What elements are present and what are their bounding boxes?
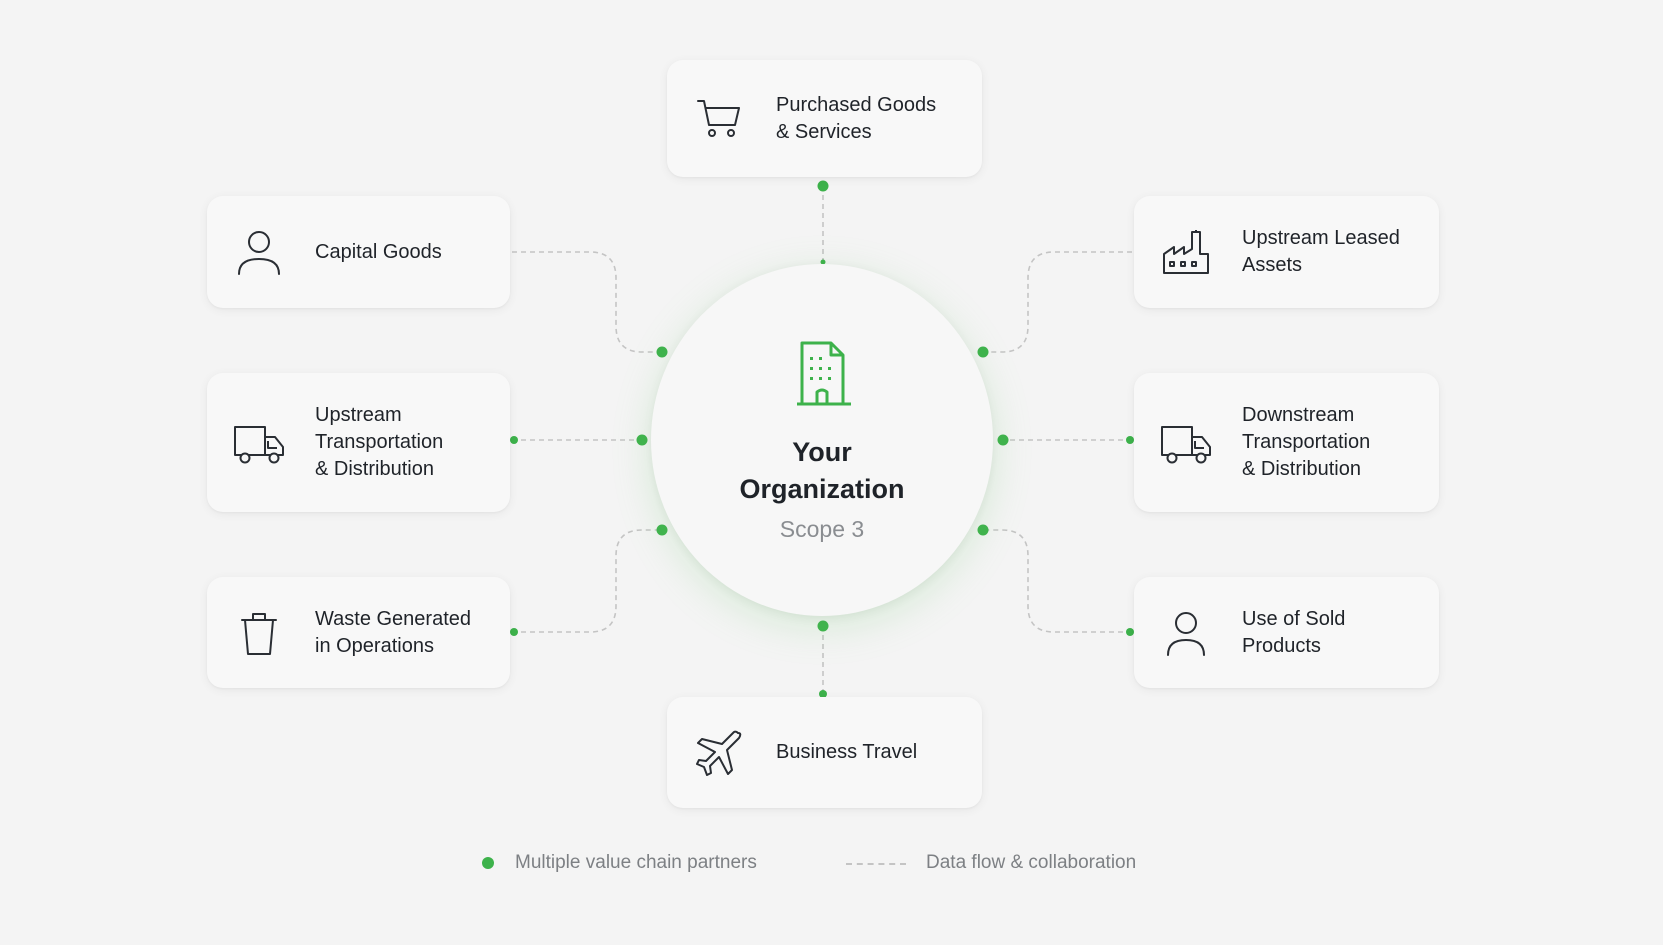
person-icon (233, 226, 285, 278)
card-label-line: Upstream (315, 404, 402, 426)
legend-label-dataflow: Data flow & collaboration (926, 852, 1137, 873)
card-label: Waste Generated in Operations (315, 606, 494, 660)
card-label: Use of Sold Products (1242, 606, 1423, 660)
partner-dot (636, 434, 648, 446)
factory-icon (1160, 226, 1212, 278)
card-waste-generated[interactable]: Waste Generated in Operations (207, 577, 510, 688)
partner-dot (817, 180, 829, 192)
scope-label: Scope 3 (779, 516, 865, 542)
card-label: Purchased Goods & Services (776, 92, 966, 146)
partner-dot (510, 628, 518, 636)
partner-dot (510, 436, 518, 444)
card-label: Business Travel (776, 741, 918, 763)
partner-dot (977, 346, 989, 358)
organization-node[interactable]: Your Organization Scope 3 (651, 264, 993, 616)
partner-dot (1126, 436, 1134, 444)
card-label-line: Assets (1242, 254, 1303, 276)
card-label-line: Use of Sold (1242, 607, 1346, 630)
card-purchased-goods[interactable]: Purchased Goods & Services (667, 60, 982, 177)
card-upstream-leased-assets[interactable]: Upstream Leased Assets (1134, 196, 1439, 308)
truck-icon (1160, 417, 1212, 469)
connector-upleased (983, 251, 1132, 353)
partner-dot (997, 434, 1009, 446)
organization-title: Your Organization (651, 434, 993, 508)
partner-dot (817, 620, 829, 632)
card-downstream-transportation[interactable]: Downstream Transportation & Distribution (1134, 373, 1439, 512)
card-label-line: & Distribution (1242, 458, 1361, 480)
card-label-line: Transportation (1242, 431, 1371, 453)
card-use-of-sold-products[interactable]: Use of Sold Products (1134, 577, 1439, 688)
card-label: Downstream Transportation & Distribution (1242, 402, 1423, 483)
connector-capital (512, 251, 662, 353)
card-label-line: Transportation (315, 431, 444, 453)
truck-icon (233, 417, 285, 469)
connector-waste (512, 529, 662, 633)
legend: Multiple value chain partners Data flow … (0, 852, 1663, 876)
connector-usesold (983, 529, 1132, 633)
partner-dot (656, 346, 668, 358)
partner-dot (1126, 628, 1134, 636)
legend-dot-marker (482, 857, 494, 869)
card-label-line: Upstream Leased (1242, 227, 1400, 249)
card-label: Upstream Leased Assets (1242, 225, 1423, 279)
organization-title-line2: Organization (739, 474, 905, 504)
organization-title-line1: Your (792, 437, 852, 467)
card-business-travel[interactable]: Business Travel (667, 697, 982, 808)
card-upstream-transportation[interactable]: Upstream Transportation & Distribution (207, 373, 510, 512)
legend-label-partners: Multiple value chain partners (515, 852, 757, 873)
card-label: Upstream Transportation & Distribution (315, 402, 494, 483)
building-icon (797, 341, 851, 406)
card-label-line: & Distribution (315, 458, 434, 480)
shopping-cart-icon (693, 93, 745, 145)
card-label-line: Downstream (1242, 404, 1355, 426)
card-label-line: & Services (776, 120, 872, 143)
card-capital-goods[interactable]: Capital Goods (207, 196, 510, 308)
trash-bin-icon (233, 607, 285, 659)
card-label-line: Waste Generated (315, 607, 472, 630)
legend-dash-marker (846, 863, 906, 865)
card-label-line: Products (1242, 634, 1321, 657)
person-icon (1160, 607, 1212, 659)
card-label-line: Purchased Goods (776, 93, 937, 116)
card-label-line: in Operations (315, 634, 434, 657)
card-label: Capital Goods (315, 240, 442, 263)
airplane-icon (693, 727, 745, 779)
